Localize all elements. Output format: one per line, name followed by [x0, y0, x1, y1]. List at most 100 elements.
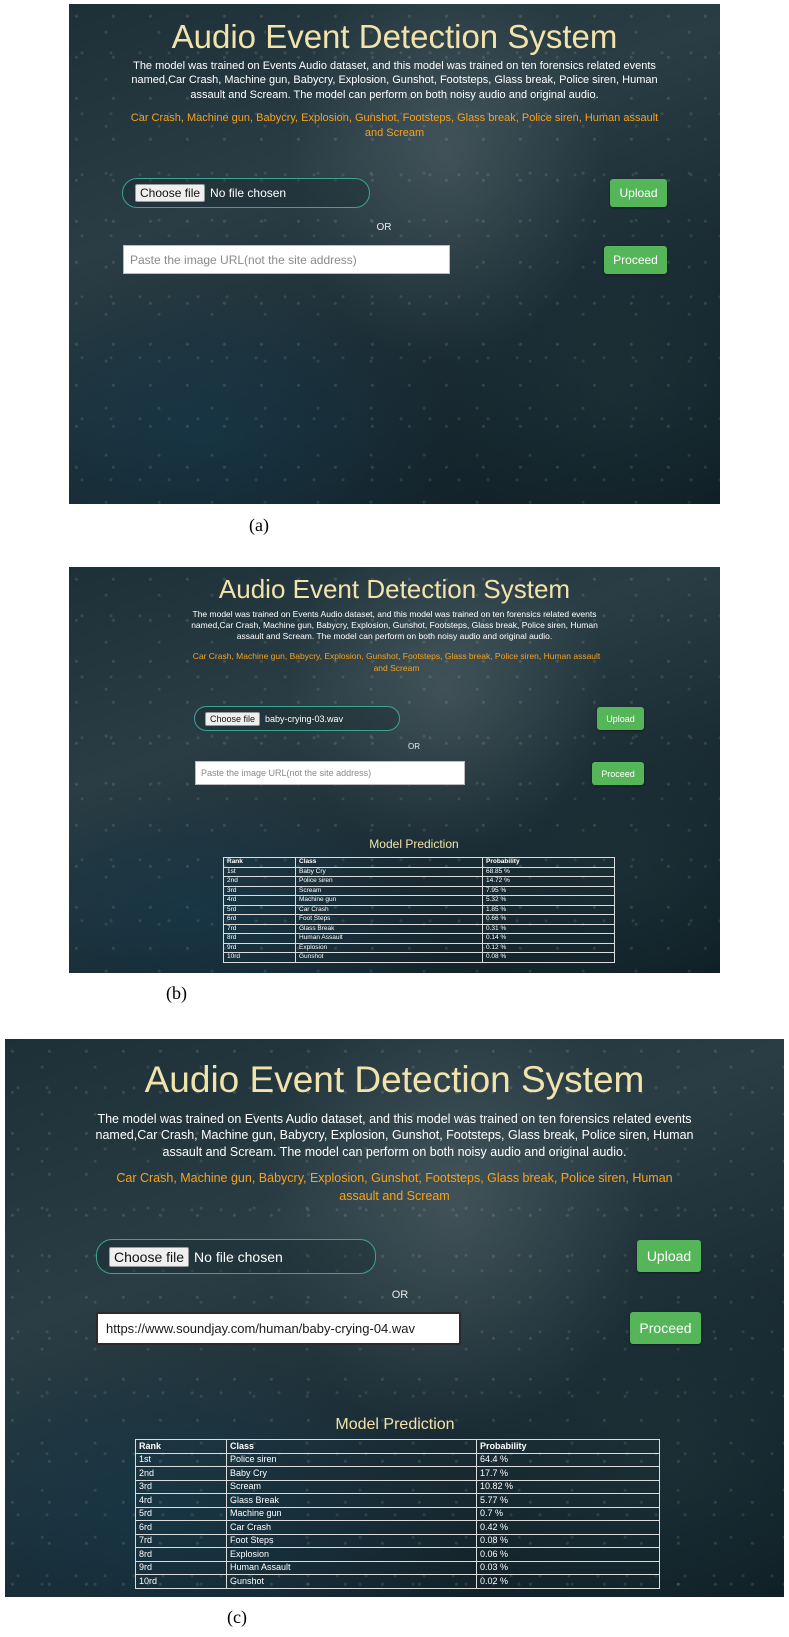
- rank-cell: 6rd: [223, 914, 296, 925]
- page-title: Audio Event Detection System: [144, 1059, 645, 1100]
- choose-file-button[interactable]: Choose file: [109, 1246, 190, 1267]
- caption-b: (b): [166, 983, 187, 1003]
- caption-c: (c): [227, 1607, 247, 1627]
- class-cell: Baby Cry: [295, 866, 483, 877]
- or-separator: OR: [391, 1289, 409, 1301]
- class-cell: Gunshot: [295, 952, 483, 963]
- caption-a: (a): [249, 515, 269, 535]
- url-placeholder: Paste the image URL(not the site address…: [201, 768, 372, 778]
- class-cell: Explosion: [295, 942, 483, 953]
- rank-cell: 7rd: [135, 1533, 227, 1548]
- page-title: Audio Event Detection System: [171, 18, 618, 55]
- proceed-button[interactable]: Proceed: [604, 246, 667, 274]
- class-cell: Gunshot: [226, 1574, 477, 1589]
- probability-cell: 0.02 %: [476, 1574, 660, 1589]
- file-input[interactable]: Choose file No file chosen: [122, 178, 370, 208]
- probability-cell: 0.31 %: [482, 923, 615, 934]
- url-input[interactable]: Paste the image URL(not the site address…: [123, 245, 450, 274]
- screenshot-panel-b: Audio Event Detection System The model w…: [69, 567, 720, 973]
- header-class: Class: [295, 857, 483, 868]
- rank-cell: 4rd: [223, 895, 296, 906]
- probability-cell: 5.77 %: [476, 1493, 660, 1508]
- rank-cell: 3rd: [135, 1479, 227, 1494]
- rank-cell: 9rd: [135, 1560, 227, 1575]
- probability-cell: 1.85 %: [482, 904, 615, 915]
- url-placeholder: Paste the image URL(not the site address…: [130, 252, 357, 267]
- proceed-button[interactable]: Proceed: [592, 762, 644, 785]
- rank-cell: 4rd: [135, 1493, 227, 1508]
- or-separator: OR: [376, 222, 392, 233]
- screenshot-panel-a: Audio Event Detection System The model w…: [69, 4, 720, 504]
- event-list: Car Crash, Machine gun, Babycry, Explosi…: [116, 1171, 673, 1203]
- class-cell: Foot Steps: [226, 1533, 477, 1548]
- class-cell: Car Crash: [295, 904, 483, 915]
- probability-cell: 5.32 %: [482, 895, 615, 906]
- class-cell: Machine gun: [295, 895, 483, 906]
- class-cell: Glass Break: [295, 923, 483, 934]
- table-header-row: Rank Class Probability: [223, 857, 615, 868]
- probability-cell: 0.7 %: [476, 1506, 660, 1521]
- rank-cell: 10rd: [135, 1574, 227, 1589]
- rank-cell: 10rd: [223, 952, 296, 963]
- class-cell: Scream: [295, 885, 483, 896]
- probability-cell: 0.12 %: [482, 942, 615, 953]
- class-cell: Human Assault: [295, 933, 483, 944]
- rank-cell: 1st: [223, 866, 296, 877]
- probability-cell: 68.85 %: [482, 866, 615, 877]
- url-value: https://www.soundjay.com/human/baby-cryi…: [106, 1321, 416, 1336]
- class-cell: Police siren: [295, 876, 483, 887]
- probability-cell: 0.14 %: [482, 933, 615, 944]
- upload-button[interactable]: Upload: [597, 707, 644, 730]
- rank-cell: 9rd: [223, 942, 296, 953]
- model-description: The model was trained on Events Audio da…: [131, 60, 658, 101]
- file-input[interactable]: Choose file baby-crying-03.wav: [194, 706, 400, 731]
- choose-file-button[interactable]: Choose file: [135, 184, 206, 202]
- probability-cell: 7.95 %: [482, 885, 615, 896]
- choose-file-button[interactable]: Choose file: [205, 711, 261, 726]
- screenshot-panel-c: Audio Event Detection System The model w…: [5, 1039, 784, 1597]
- probability-cell: 17.7 %: [476, 1466, 660, 1481]
- file-status: No file chosen: [194, 1248, 283, 1265]
- probability-cell: 10.82 %: [476, 1479, 660, 1494]
- prediction-title: Model Prediction: [335, 1416, 455, 1433]
- proceed-button[interactable]: Proceed: [630, 1312, 701, 1344]
- file-status: baby-crying-03.wav: [265, 713, 344, 724]
- file-status: No file chosen: [210, 186, 287, 200]
- probability-cell: 0.42 %: [476, 1520, 660, 1535]
- probability-cell: 64.4 %: [476, 1452, 660, 1467]
- url-input[interactable]: https://www.soundjay.com/human/baby-cryi…: [96, 1312, 461, 1345]
- event-list: Car Crash, Machine gun, Babycry, Explosi…: [192, 651, 601, 673]
- class-cell: Glass Break: [226, 1493, 477, 1508]
- class-cell: Machine gun: [226, 1506, 477, 1521]
- class-cell: Foot Steps: [295, 914, 483, 925]
- probability-cell: 0.08 %: [482, 952, 615, 963]
- file-input[interactable]: Choose file No file chosen: [96, 1239, 376, 1274]
- upload-button[interactable]: Upload: [610, 179, 667, 207]
- class-cell: Explosion: [226, 1547, 477, 1562]
- rank-cell: 2nd: [135, 1466, 227, 1481]
- model-description: The model was trained on Events Audio da…: [95, 1112, 694, 1159]
- model-description: The model was trained on Events Audio da…: [191, 609, 598, 642]
- upload-button[interactable]: Upload: [637, 1240, 701, 1272]
- url-input[interactable]: Paste the image URL(not the site address…: [195, 761, 465, 785]
- header-probability: Probability: [476, 1439, 660, 1454]
- class-cell: Police siren: [226, 1452, 477, 1467]
- class-cell: Scream: [226, 1479, 477, 1494]
- rank-cell: 8rd: [135, 1547, 227, 1562]
- rank-cell: 2nd: [223, 876, 296, 887]
- probability-cell: 0.06 %: [476, 1547, 660, 1562]
- rank-cell: 7rd: [223, 923, 296, 934]
